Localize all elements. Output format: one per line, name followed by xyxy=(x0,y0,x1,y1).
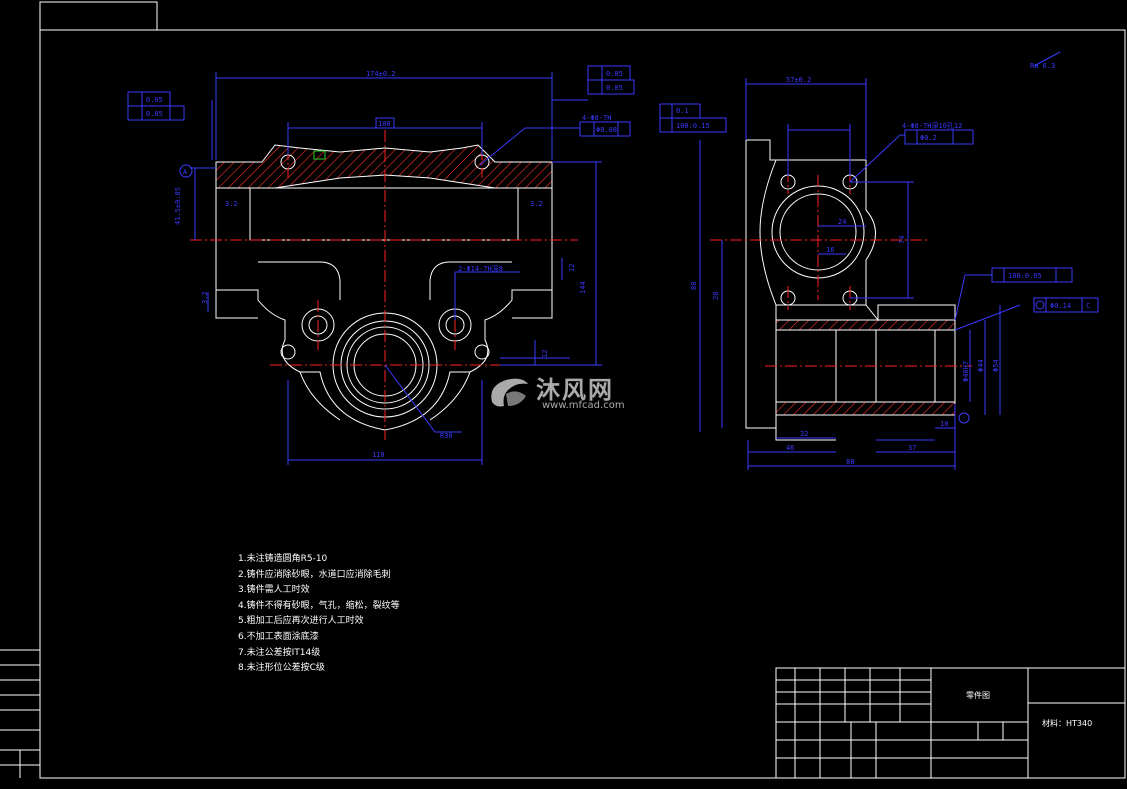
front-perp-2: 0.05 xyxy=(606,84,623,92)
front-ra-3: 3.2 xyxy=(201,291,209,304)
side-coax: Φ0.14 xyxy=(1050,302,1071,310)
side-top-dim: 57±0.2 xyxy=(786,76,811,84)
front-perp-1: 0.05 xyxy=(146,110,163,118)
side-dim-32: 32 xyxy=(800,430,808,438)
technical-notes: 1.未注铸造圆角R5-10 2.铸件应消除砂眼，水道口应消除毛刺 3.铸件需人工… xyxy=(238,552,400,677)
front-top-inner: 100 xyxy=(378,120,391,128)
side-dia-2: Φ44 xyxy=(977,359,985,372)
side-overall-height: 88 xyxy=(690,282,698,290)
watermark: 沐风网 www.mfcad.com xyxy=(486,370,656,416)
side-dia-1: Φ40H7 xyxy=(962,361,970,382)
title-block xyxy=(775,667,1126,779)
note-1: 1.未注铸造圆角R5-10 xyxy=(238,554,328,564)
front-view: 174±0.2 100 110 144 41.5±0.05 0.05 0.05 … xyxy=(127,65,635,465)
side-width-74: 74 xyxy=(898,236,906,244)
side-flat-tol: 0.1 xyxy=(676,107,689,115)
front-datum-a: A xyxy=(183,168,188,176)
front-hole2-callout: 2-Φ14-7H深8 xyxy=(458,264,503,273)
front-ra-1: 3.2 xyxy=(225,200,238,208)
side-inner-height: 28 xyxy=(712,292,720,300)
front-height-left: 41.5±0.05 xyxy=(174,187,182,225)
note-2: 2.铸件应消除砂眼，水道口应消除毛刺 xyxy=(238,569,391,580)
side-perp-b: 100:0.05 xyxy=(1008,272,1042,280)
front-flatness-1: 0.05 xyxy=(146,96,163,104)
side-bottom-88: 88 xyxy=(846,458,854,466)
watermark-url: www.mfcad.com xyxy=(542,400,625,411)
side-dia-3: Φ54 xyxy=(992,359,1000,372)
front-side-12b: 12 xyxy=(541,350,549,358)
side-dim-46: 46 xyxy=(786,444,794,452)
side-hole-callout: 4-Φ8-7H深10孔12 xyxy=(902,121,962,130)
front-hole-callout: 4-Φ8-7H xyxy=(582,114,612,122)
title-part-name: 零件图 xyxy=(966,691,990,700)
watermark-logo-icon xyxy=(491,378,528,407)
side-datum-c: C xyxy=(1086,302,1090,310)
front-height-right: 144 xyxy=(579,281,587,294)
side-width-16: 16 xyxy=(826,246,834,254)
front-side-12a: 12 xyxy=(568,264,576,272)
note-3: 3.铸件需人工时效 xyxy=(238,585,310,596)
note-7: 7.未注公差按IT14级 xyxy=(238,647,321,658)
corner-mark: Ra 6.3 xyxy=(1030,62,1055,70)
front-bottom-width: 110 xyxy=(372,451,385,459)
side-dim-10: 10 xyxy=(940,420,948,428)
front-hole-tol: Φ0.08 xyxy=(596,126,617,134)
watermark-brand: 沐风网 xyxy=(536,376,614,404)
side-dim-37: 37 xyxy=(908,444,916,452)
note-8: 8.未注形位公差按C级 xyxy=(238,663,325,674)
side-pos-tol: Φ0.2 xyxy=(920,134,937,142)
front-radius: R30 xyxy=(440,432,453,440)
side-perp-tol: 100:0.15 xyxy=(676,122,710,130)
note-4: 4.铸件不得有砂眼，气孔，缩松，裂纹等 xyxy=(238,600,400,611)
side-view: 57±0.2 0.1 100:0.15 4-Φ8-7H深10孔12 Φ0.2 8… xyxy=(659,51,1099,470)
front-ra-2: 3.2 xyxy=(530,200,543,208)
note-5: 5.粗加工后应再次进行人工时效 xyxy=(238,616,364,627)
front-overall-width: 174±0.2 xyxy=(366,70,396,78)
note-6: 6.不加工表面涂底漆 xyxy=(238,631,319,642)
front-flatness-2: 0.05 xyxy=(606,70,623,78)
title-material: 材料：HT340 xyxy=(1042,719,1093,728)
side-width-24: 24 xyxy=(838,218,846,226)
